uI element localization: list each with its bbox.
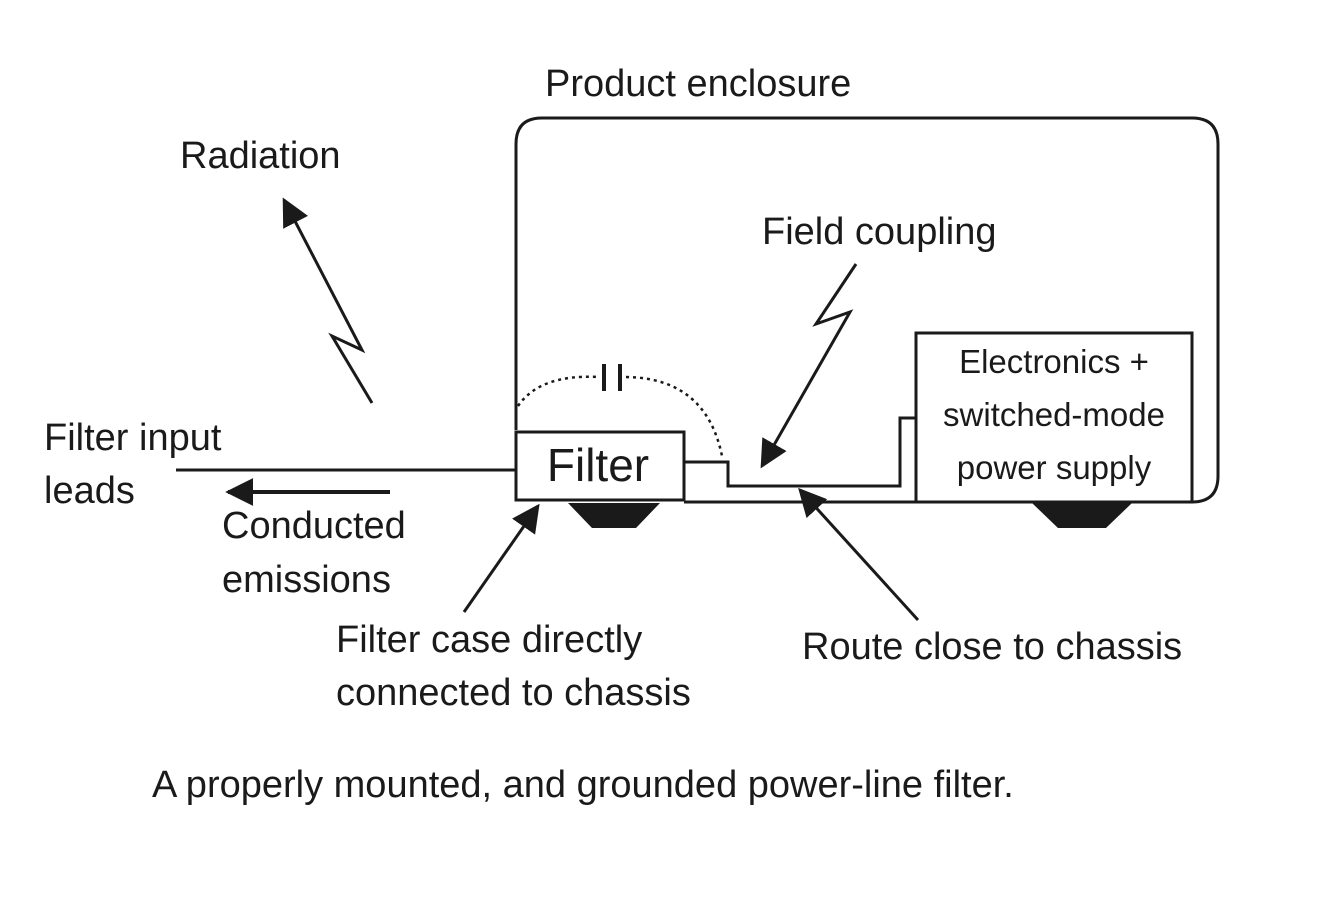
parasitic-coupling-right xyxy=(625,375,724,457)
left-enclosure-foot xyxy=(568,503,660,528)
electronics-box xyxy=(914,331,1194,504)
filter-box xyxy=(514,430,686,502)
filter-input-label-line2: leads xyxy=(44,470,135,512)
filter-case-arrow xyxy=(462,503,540,613)
product-enclosure-outline xyxy=(514,116,1220,504)
radiation-arrow xyxy=(282,197,374,404)
electronics-label-line2: switched-mode xyxy=(943,396,1165,433)
conducted-emissions-label-line1: Conducted xyxy=(222,505,406,547)
field-coupling-label: Field coupling xyxy=(762,211,996,253)
parasitic-coupling-left xyxy=(516,375,599,407)
route-close-label: Route close to chassis xyxy=(802,626,1182,668)
product-enclosure-label: Product enclosure xyxy=(545,63,851,105)
right-enclosure-foot xyxy=(1032,503,1132,528)
route-close-arrow xyxy=(798,487,920,622)
filter-case-label-line1: Filter case directly xyxy=(336,619,642,661)
filter-case-label-line2: connected to chassis xyxy=(336,672,691,714)
field-coupling-arrow xyxy=(760,263,858,469)
conducted-emissions-label-line2: emissions xyxy=(222,559,391,601)
electronics-label-line3: power supply xyxy=(957,449,1152,486)
filter-output-wire xyxy=(684,416,916,488)
diagram-caption: A properly mounted, and grounded power-l… xyxy=(152,764,1014,806)
filter-input-label-line1: Filter input xyxy=(44,417,222,459)
electronics-label-line1: Electronics + xyxy=(959,343,1149,380)
filter-box-label: Filter xyxy=(547,439,649,491)
radiation-label: Radiation xyxy=(180,135,341,177)
